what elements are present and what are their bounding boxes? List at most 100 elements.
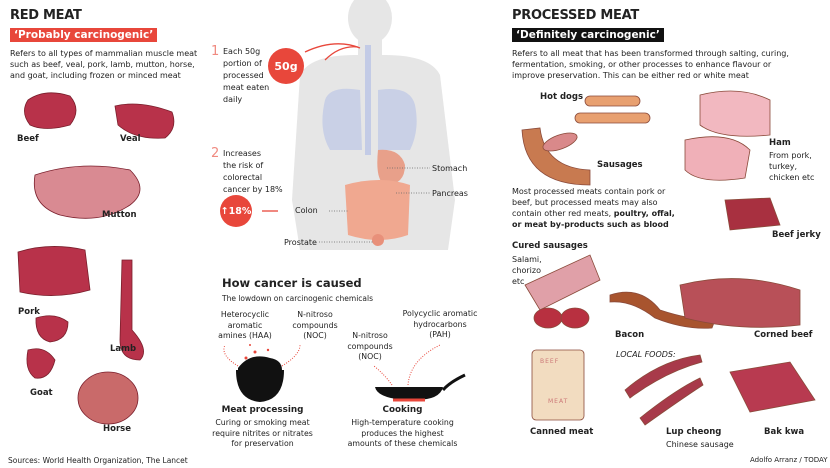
lup-cheong-desc: Chinese sausage [666,440,734,449]
text-line: compounds [347,341,393,351]
label-lamb: Lamb [110,344,137,354]
18-percent-circle: ↑18% [220,195,252,227]
text-line: turkey, [769,162,798,171]
label-hot-dogs: Hot dogs [540,92,584,102]
step-1-text: Each 50g portion of processed meat eaten dai… [223,46,269,106]
desc-line: Refers to all types of mammalian muscle … [10,49,198,58]
sources: Sources: World Health Organization, The … [8,456,188,465]
local-foods-heading: LOCAL FOODS: [616,350,676,359]
label-veal: Veal [120,134,141,144]
step-2-number: 2 [211,146,220,161]
50g-circle: 50g [268,48,304,84]
label-horse: Horse [103,424,131,434]
label-cured-sausages: Cured sausages [512,241,588,251]
credit: Adolfo Arranz / TODAY [750,456,828,464]
text-line: From pork, [769,151,812,160]
step-1-number: 1 [211,44,220,59]
text-line: (NOC) [303,331,327,340]
red-meat-title: RED MEAT [10,8,82,23]
processed-note: Most processed meats contain pork or beef… [512,186,675,230]
can-label-top: BEEF [540,358,560,365]
text-line: contain other red meats, poultry, offal, [512,208,675,219]
text-line: daily [223,95,243,104]
text-line: etc [512,277,525,286]
text-line: amounts of these chemicals [347,439,458,448]
definitely-carcinogenic-badge: ‘Definitely carcinogenic’ [512,28,664,42]
text-line: amines (HAA) [218,331,272,340]
label-lup-cheong: Lup cheong [666,427,722,437]
how-cancer-subtitle: The lowdown on carcinogenic chemicals [222,294,373,303]
label-canned-meat: Canned meat [530,427,594,437]
processed-meat-description: Refers to all meat that has been transfo… [512,48,789,81]
text-line: N-nitroso [352,331,388,340]
text-line: chorizo [512,266,541,275]
text-line: Most processed meats contain pork or [512,187,666,196]
text-line: compounds [292,320,338,330]
text-line: chicken etc [769,173,815,182]
text-line: produces the highest [361,428,444,438]
label-mutton: Mutton [102,210,137,220]
text-line: Each 50g [223,47,261,56]
desc-line: such as beef, veal, pork, lamb, mutton, … [10,60,195,69]
label-sausages: Sausages [597,160,643,170]
text-line: Salami, [512,255,542,264]
red-meat-description: Refers to all types of mammalian muscle … [10,48,197,81]
processed-meat-illustrations [521,90,816,426]
label-pork: Pork [18,307,40,317]
text-line: or meat by-products such as blood [512,220,669,229]
probably-carcinogenic-badge: ‘Probably carcinogenic’ [10,28,158,42]
text-line: (PAH) [429,330,451,339]
desc-line: fermentation, smoking, or other processe… [512,60,772,69]
can-label-bottom: MEAT [548,398,569,405]
meat-processing-title: Meat processing [221,405,304,415]
text-line: colorectal [223,173,263,182]
text-line: Heterocyclic [220,310,270,319]
text-line: Increases [223,149,262,158]
cooking-title: Cooking [382,405,423,415]
text-line: meat eaten [223,83,270,92]
text-line: for preservation [231,439,294,448]
desc-line: Refers to all meat that has been transfo… [512,49,789,58]
text-line: the risk of [223,161,264,170]
label-bacon: Bacon [615,330,645,340]
text-line: aromatic [227,320,263,330]
text-line: High-temperature cooking [351,418,454,427]
label-ham: Ham [769,138,791,148]
organ-colon: Colon [295,206,318,215]
organ-prostate: Prostate [284,238,317,247]
processed-meat-title: PROCESSED MEAT [512,8,639,23]
how-cancer-title: How cancer is caused [222,276,362,290]
label-beef-jerky: Beef jerky [772,230,821,240]
text-line: require nitrites or nitrates [212,428,313,438]
text-line: N-nitroso [297,310,333,319]
text-line: cancer by 18% [223,185,283,194]
label-goat: Goat [30,388,53,398]
text-line: (NOC) [358,352,382,361]
cancer-cause-icons [223,344,466,402]
cured-desc: Salami, chorizo etc [512,254,542,287]
text-line: portion of [223,59,262,68]
organ-stomach: Stomach [432,164,468,173]
desc-line: and goat, including frozen or minced mea… [10,71,181,80]
label-corned-beef: Corned beef [754,330,813,340]
desc-line: improve preservation. This can be either… [512,71,749,80]
organ-pancreas: Pancreas [432,189,468,198]
text-bold: poultry, offal, [613,209,675,218]
text-line: processed [223,71,264,80]
human-body-silhouette [262,0,455,250]
red-meat-illustrations [17,92,175,425]
ham-desc: From pork, turkey, chicken etc [769,150,814,183]
text-line: beef, but processed meats may also [512,198,658,207]
label-beef: Beef [17,134,39,144]
text-line: hydrocarbons [413,319,467,329]
step-2-text: Increases the risk of colorectal cancer by … [223,148,283,196]
text-line: Curing or smoking meat [215,418,310,427]
label-bak-kwa: Bak kwa [764,427,805,437]
